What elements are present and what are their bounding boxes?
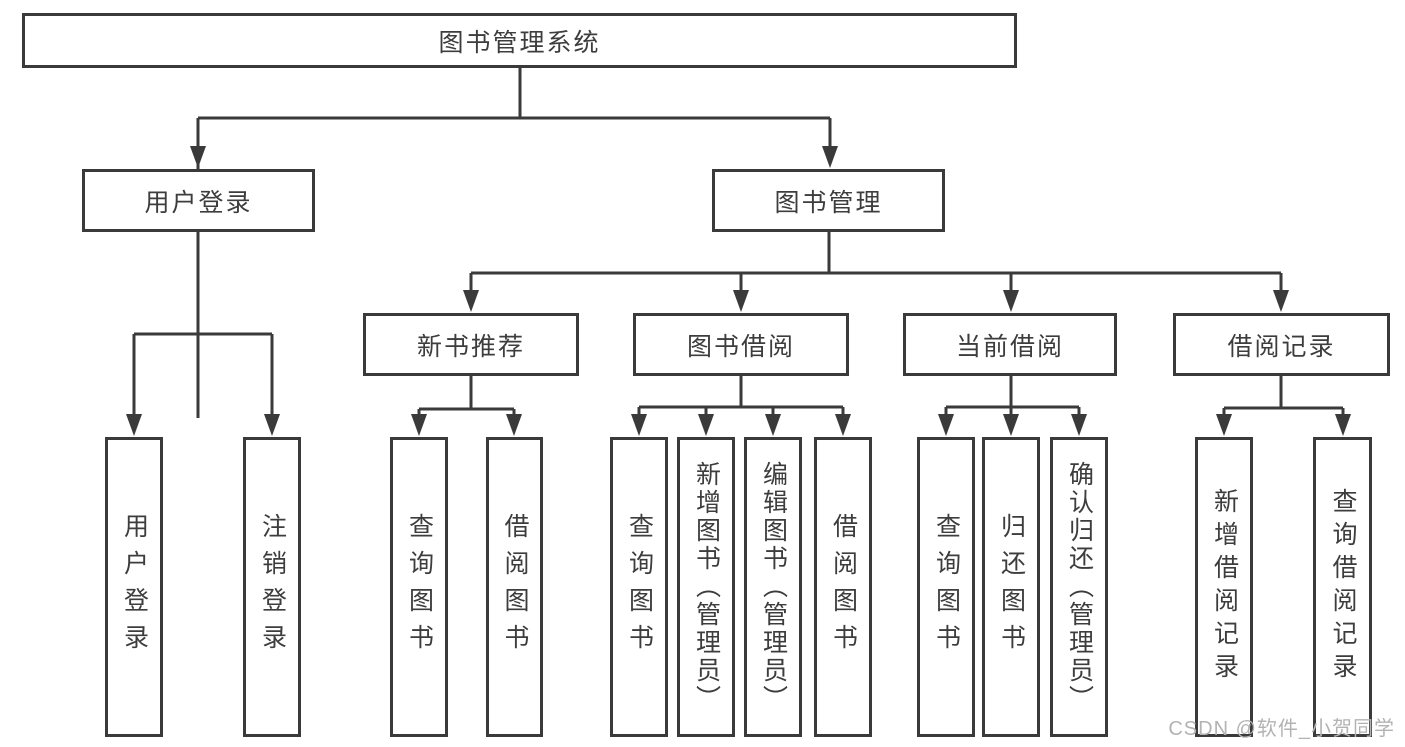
leaf-label: 查询图书 [932, 513, 961, 661]
leaf-label: 注销登录 [258, 513, 287, 661]
leaf-edit-books-admin: 编辑图书（管理员） [744, 437, 802, 737]
csdn-watermark: CSDN @软件_小贺同学 [1168, 718, 1395, 740]
leaf-label: 借阅图书 [829, 513, 858, 661]
leaf-logout: 注销登录 [243, 437, 301, 737]
leaf-label: 查询借阅记录 [1329, 488, 1357, 686]
leaf-confirm-return-admin: 确认归还（管理员） [1050, 437, 1108, 737]
leaf-borrow-books: 借阅图书 [814, 437, 872, 737]
leaf-query-books-borrow: 查询图书 [610, 437, 668, 737]
leaf-query-borrow-record: 查询借阅记录 [1313, 437, 1372, 737]
leaf-query-books-current: 查询图书 [917, 437, 975, 737]
leaf-add-books-admin: 新增图书（管理员） [677, 437, 735, 737]
node-current-borrow: 当前借阅 [903, 313, 1117, 376]
root-node-library-management-system: 图书管理系统 [22, 13, 1017, 68]
node-new-book-recommend: 新书推荐 [363, 313, 579, 376]
leaf-user-login: 用户登录 [105, 437, 163, 737]
leaf-label: 新增图书（管理员） [692, 461, 721, 713]
leaf-label: 借阅图书 [501, 513, 529, 661]
leaf-label: 确认归还（管理员） [1065, 461, 1094, 713]
node-borrow-records: 借阅记录 [1173, 313, 1390, 376]
leaf-label: 新增借阅记录 [1210, 488, 1239, 686]
leaf-borrow-books-recommend: 借阅图书 [486, 437, 543, 737]
leaf-label: 查询图书 [625, 513, 654, 661]
leaf-label: 编辑图书（管理员） [759, 461, 788, 713]
node-user-login: 用户登录 [82, 169, 315, 232]
leaf-label: 归还图书 [997, 513, 1026, 661]
node-book-borrow: 图书借阅 [633, 313, 849, 376]
leaf-add-borrow-record: 新增借阅记录 [1195, 437, 1253, 737]
leaf-query-books-recommend: 查询图书 [390, 437, 448, 737]
node-book-management: 图书管理 [712, 169, 945, 232]
leaf-return-books: 归还图书 [982, 437, 1040, 737]
arrowheads [126, 146, 1351, 436]
leaf-label: 查询图书 [405, 513, 434, 661]
leaf-label: 用户登录 [120, 513, 149, 661]
